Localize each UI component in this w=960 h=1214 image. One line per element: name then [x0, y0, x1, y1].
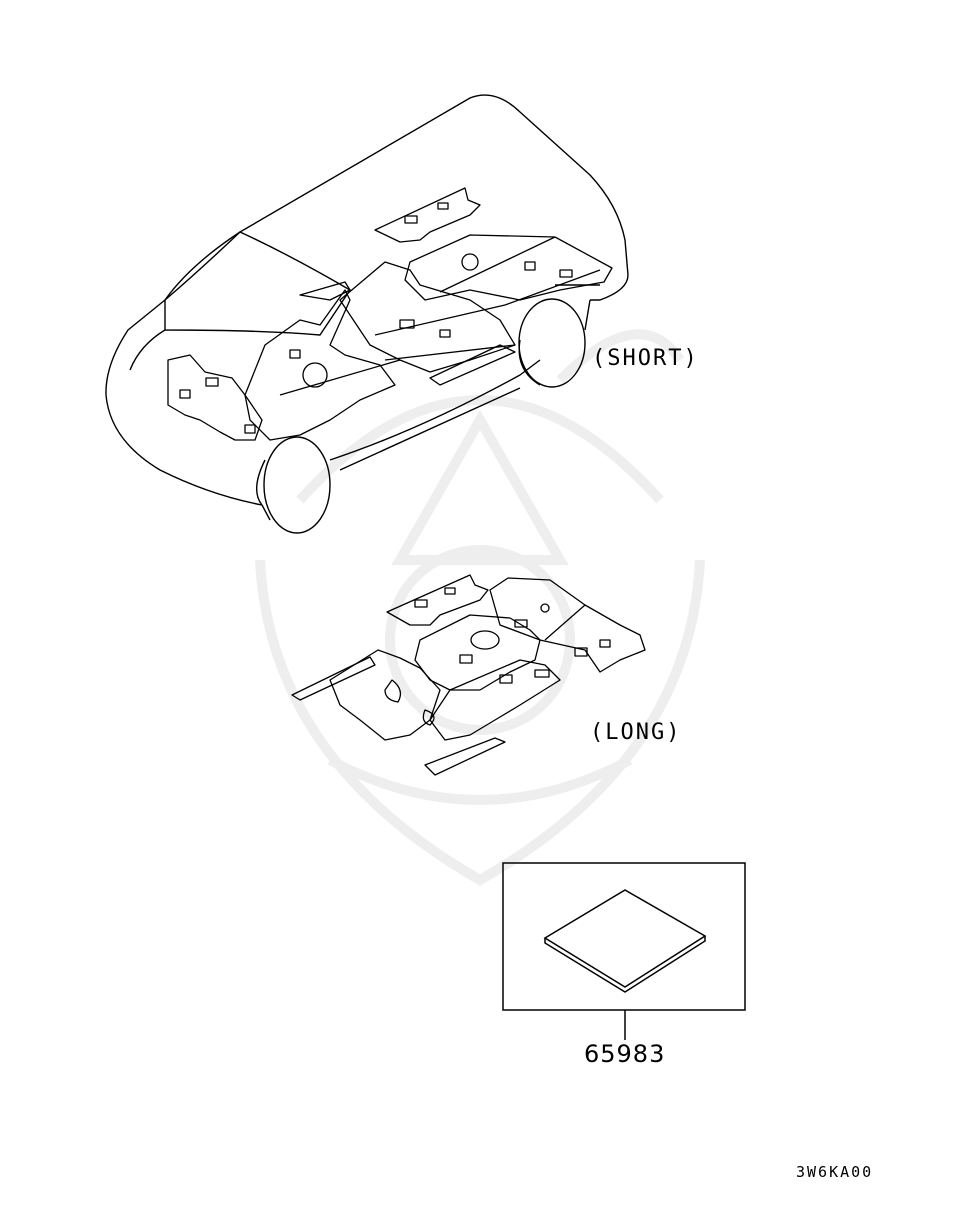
silencer-panels-short — [167, 187, 613, 441]
watermark-emblem — [255, 329, 705, 886]
part-number-label[interactable]: 65983 — [584, 1040, 666, 1068]
silencer-panels-long — [291, 574, 646, 776]
rear-wheel — [518, 298, 586, 388]
vehicle-outline — [105, 94, 629, 521]
front-wheel — [256, 436, 331, 534]
long-variant-label: (LONG) — [590, 720, 682, 745]
part-box — [502, 862, 746, 1040]
short-variant-label: (SHORT) — [592, 346, 699, 371]
diagram-code-label: 3W6KA00 — [796, 1163, 874, 1181]
